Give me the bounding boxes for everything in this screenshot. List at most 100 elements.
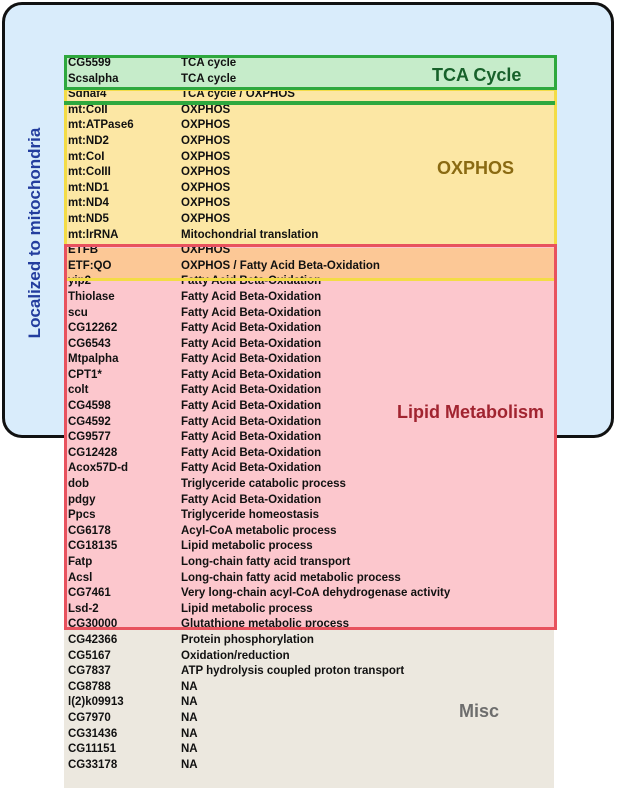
gene-function: Fatty Acid Beta-Oxidation [181,368,322,381]
gene-function: OXPHOS [181,197,231,210]
tca-bottom-rule [64,101,555,105]
gene-name: CG4592 [68,415,111,428]
gene-function: OXPHOS [181,244,231,257]
gene-function: OXPHOS / Fatty Acid Beta-Oxidation [181,259,380,272]
gene-name: scu [68,306,88,319]
gene-name: dob [68,478,90,491]
gene-function: Protein phosphorylation [181,633,314,646]
gene-name: mt:CoI [68,150,105,163]
gene-function: NA [181,696,198,709]
gene-function: TCA cycle [181,57,237,69]
gene-function: ATP hydrolysis coupled proton transport [181,665,405,678]
gene-function: Fatty Acid Beta-Oxidation [181,493,322,506]
gene-function: OXPHOS [181,166,231,179]
gene-function: Fatty Acid Beta-Oxidation [181,415,322,428]
gene-name: CG33178 [68,758,118,771]
gene-function: Fatty Acid Beta-Oxidation [181,384,322,397]
oxphos-lipid-overlap-fill [64,248,554,279]
gene-name: CG4598 [68,400,111,413]
gene-function: NA [181,727,198,740]
gene-name: CG9577 [68,431,111,444]
gene-function: Triglyceride catabolic process [181,478,346,491]
gene-name: Thiolase [68,290,115,303]
gene-function: TCA cycle / OXPHOS [181,88,295,101]
gene-name: CG31436 [68,727,118,740]
gene-function: Fatty Acid Beta-Oxidation [181,337,322,350]
gene-function: Fatty Acid Beta-Oxidation [181,400,322,413]
gene-name: Acsl [68,571,93,584]
gene-name: CG12428 [68,446,118,459]
gene-name: Mtpalpha [68,353,119,366]
gene-function: Very long-chain acyl-CoA dehydrogenase a… [181,587,451,600]
gene-name: Ppcs [68,509,96,522]
gene-name: mt:CoII [68,103,108,116]
gene-name: mt:ND5 [68,212,109,225]
gene-function: Fatty Acid Beta-Oxidation [181,306,322,319]
gene-function: OXPHOS [181,103,231,116]
gene-name: Sdhaf4 [68,88,107,101]
gene-name: CG5599 [68,57,111,69]
gene-name: mt:ATPase6 [68,119,134,132]
gene-name: CG11151 [68,743,116,756]
gene-name: Fatp [68,556,93,568]
gene-function: Fatty Acid Beta-Oxidation [181,322,322,335]
misc-label: Misc [459,701,500,721]
gene-function: Fatty Acid Beta-Oxidation [181,290,322,303]
gene-name: Lsd-2 [68,602,99,615]
gene-function: OXPHOS [181,181,231,194]
gene-name: mt:ND1 [68,181,109,194]
gene-function: Fatty Acid Beta-Oxidation [181,462,322,475]
gene-name: mt:lrRNA [68,228,119,241]
gene-function: OXPHOS [181,150,231,163]
lipid-region-fill [64,246,554,628]
gene-name: CG6178 [68,524,111,537]
gene-function: NA [181,743,198,756]
gene-name: mt:CoIII [68,166,111,179]
gene-function: NA [181,711,198,724]
oxphos-label: OXPHOS [437,158,515,178]
tca-region-fill [64,55,554,90]
gene-name: CG18135 [68,540,118,553]
gene-function: Fatty Acid Beta-Oxidation [181,353,322,366]
gene-function: Long-chain fatty acid metabolic process [181,571,401,584]
mitochondria-label: Localized to mitochondria [25,127,44,339]
gene-function: Long-chain fatty acid transport [181,556,351,568]
gene-name: mt:ND4 [68,197,109,210]
gene-name: CG6543 [68,337,111,350]
gene-function: Triglyceride homeostasis [181,509,320,522]
gene-function: NA [181,680,198,693]
gene-name: CPT1* [68,368,102,381]
gene-function: Mitochondrial translation [181,228,319,241]
gene-function: Oxidation/reduction [181,649,290,662]
gene-name: ETF:QO [68,259,112,272]
tca-border [64,55,557,90]
gene-function: NA [181,758,198,771]
gene-name: l(2)k09913 [68,696,124,709]
gene-name: CG5167 [68,649,111,662]
gene-function: Fatty Acid Beta-Oxidation [181,431,322,444]
gene-name: CG8788 [68,680,111,693]
gene-function: OXPHOS [181,134,231,147]
gene-function: TCA cycle [181,72,237,85]
gene-function: Lipid metabolic process [181,602,313,615]
gene-name: Acox57D-d [68,462,129,475]
gene-name: CG7837 [68,665,111,678]
gene-name: CG42366 [68,633,118,646]
gene-name: CG7461 [68,587,111,600]
lipid-border [64,244,557,630]
gene-function: OXPHOS [181,119,231,132]
gene-name: mt:ND2 [68,134,109,147]
oxphos-region-fill [64,88,554,246]
tca-cycle-label: TCA Cycle [432,65,522,85]
gene-name: CG12262 [68,322,118,335]
misc-region-fill [64,628,554,788]
gene-name: pdgy [68,493,96,506]
gene-name: Scsalpha [68,72,119,85]
gene-function: OXPHOS [181,212,231,225]
gene-function: Acyl-CoA metabolic process [181,524,337,537]
gene-function: Lipid metabolic process [181,540,313,553]
gene-name: ETFB [68,244,99,257]
gene-name: colt [68,384,89,397]
lipid-metabolism-label: Lipid Metabolism [397,402,545,422]
gene-name: CG7970 [68,711,111,724]
